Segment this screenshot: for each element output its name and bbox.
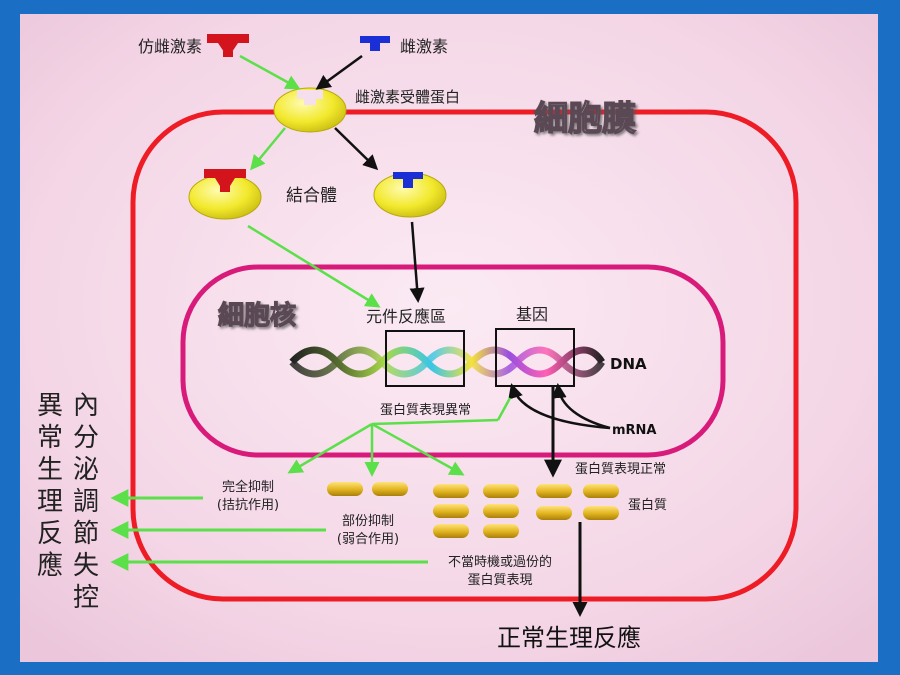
abnormal-response-vertical-label: 異 常 生 理 反 應 [37,391,63,581]
estrogen-complex-to-dna-arrow [409,221,425,303]
estrogen-label: 雌激素 [400,37,448,56]
nucleus-envelope [180,264,726,458]
protein-capsule-icon [583,506,619,520]
protein-capsule-icon [433,484,469,498]
response-element-box [385,330,465,387]
membrane-title: 細胞膜 [534,99,636,139]
vertical-char: 控 [73,583,99,613]
vertical-char: 分 [73,423,99,453]
vertical-char: 內 [73,391,99,421]
abnormal-branch-line [371,418,499,426]
normal-response-label: 正常生理反應 [497,624,641,652]
protein-capsule-icon [483,524,519,538]
protein-capsule-icon [433,524,469,538]
cell-membrane [130,109,799,602]
diagram-panel [20,14,878,662]
vertical-char: 理 [37,487,63,517]
vertical-char: 節 [73,519,99,549]
vertical-char: 生 [37,455,63,485]
protein-capsule-icon [583,484,619,498]
dna-label: DNA [610,355,647,373]
mrna-arrow-1 [508,383,611,430]
vertical-char: 反 [37,519,63,549]
protein-capsule-icon [327,482,363,496]
receptor-to-mimic-complex-arrow [250,127,286,171]
untimely-note: 蛋白質表現 [467,572,532,588]
vertical-char: 失 [73,551,99,581]
complex-label: 結合體 [286,186,337,206]
gene-label: 基因 [516,305,548,324]
untimely-label: 不當時機或過份的 [448,554,552,570]
mrna-label: mRNA [612,423,657,438]
receptor-icon [273,87,347,133]
protein-capsule-icon [483,504,519,518]
gene-box [495,328,575,387]
estrogen-ligand-icon [360,36,390,51]
protein-label: 蛋白質 [628,497,667,513]
vertical-char: 應 [37,551,63,581]
vertical-char: 泌 [73,455,99,485]
mimic-complex-icon [188,169,262,220]
protein-capsule-icon [372,482,408,496]
estrogen-complex-icon [373,172,447,218]
dna-helix-icon [289,346,605,378]
mimic-to-receptor-arrow [239,54,301,90]
abnormal-to-full-inhibit-arrow [287,422,373,474]
estrogen-to-receptor-arrow [315,54,363,90]
endocrine-disorder-vertical-label: 內 分 泌 調 節 失 控 [73,391,99,613]
protein-abnormal-label: 蛋白質表現異常 [380,402,471,418]
nucleus-title: 細胞核 [218,300,296,331]
protein-capsule-icon [483,484,519,498]
vertical-char: 異 [37,391,63,421]
protein-capsule-icon [433,504,469,518]
full-inhibit-label: 完全抑制 [222,479,274,495]
gene-to-abnormal-line [496,397,512,421]
partial-inhibit-note: (弱合作用) [337,532,399,547]
vertical-char: 常 [37,423,63,453]
response-element-label: 元件反應區 [366,307,446,326]
receptor-label: 雌激素受體蛋白 [355,88,460,106]
complex-to-response-element-arrow [247,224,381,308]
protein-capsule-icon [536,484,572,498]
mimic-estrogen-ligand-icon [207,34,249,57]
receptor-to-estrogen-complex-arrow [334,127,379,171]
vertical-char: 調 [73,487,99,517]
abnormal-to-untimely-arrow [371,422,465,476]
partial-inhibit-label: 部份抑制 [342,514,394,529]
full-inhibit-note: (拮抗作用) [217,498,279,513]
mrna-arrow-2 [551,383,611,430]
protein-capsule-icon [536,506,572,520]
mimic-estrogen-label: 仿雌激素 [138,37,202,56]
protein-normal-label: 蛋白質表現正常 [575,461,666,477]
protein-capsules [327,482,619,538]
